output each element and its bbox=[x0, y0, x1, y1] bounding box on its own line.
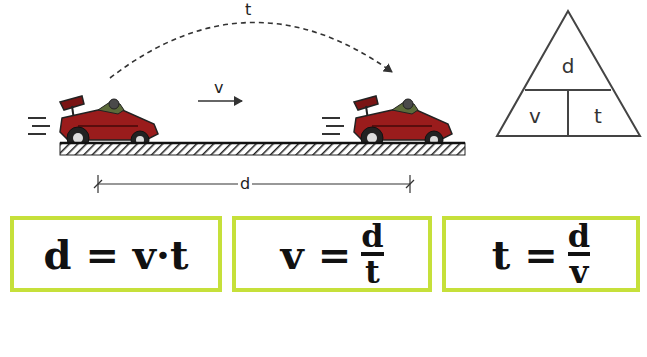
fraction-bar bbox=[361, 252, 383, 256]
formula-box: d = v·t bbox=[10, 216, 222, 292]
fraction: dt bbox=[361, 221, 383, 287]
formula-text: t = bbox=[492, 231, 558, 278]
formula-text: v = bbox=[280, 231, 351, 278]
triangle-variable: t bbox=[594, 104, 602, 128]
formula-box: t =dv bbox=[442, 216, 640, 292]
numerator: d bbox=[361, 221, 383, 251]
fraction-bar bbox=[568, 252, 590, 256]
denominator: t bbox=[365, 257, 380, 287]
triangle-variable: d bbox=[562, 54, 575, 78]
triangle-variable: v bbox=[529, 104, 541, 128]
formula-box: v =dt bbox=[232, 216, 432, 292]
formula-triangle: d v t bbox=[495, 8, 643, 140]
illustration-label: t bbox=[243, 1, 253, 19]
numerator: d bbox=[568, 221, 590, 251]
illustration-label: v bbox=[212, 79, 225, 97]
fraction: dv bbox=[568, 221, 590, 287]
denominator: v bbox=[570, 257, 589, 287]
formula-text: d = v·t bbox=[44, 231, 189, 278]
illustration-label: d bbox=[238, 175, 252, 193]
